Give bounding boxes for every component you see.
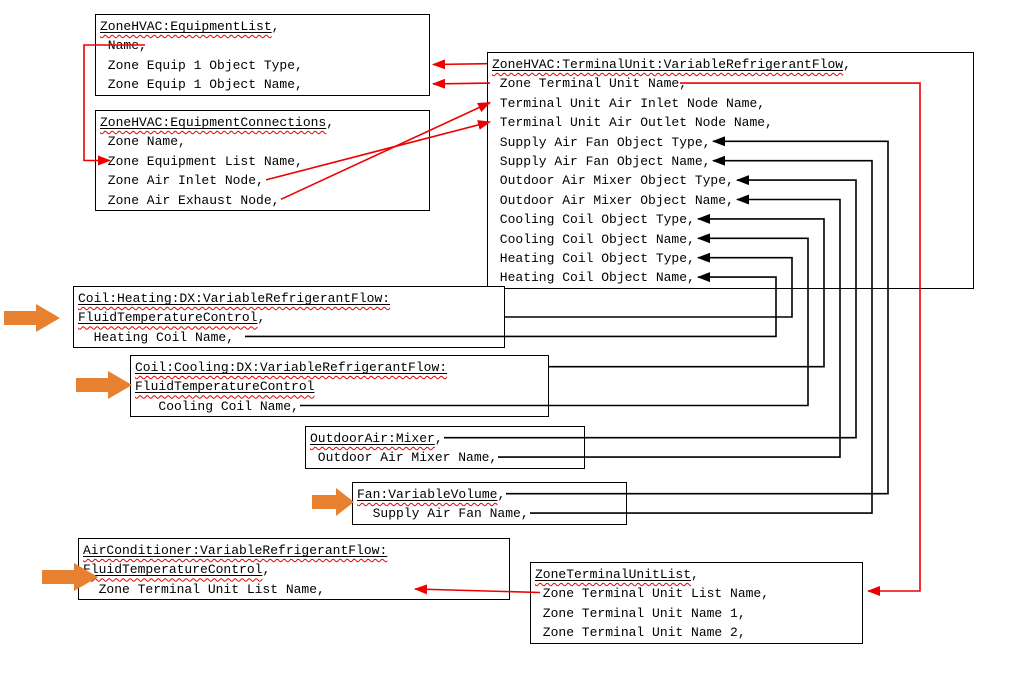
box-field: Heating Coil Object Type,: [492, 250, 695, 266]
box-field: Zone Terminal Unit Name,: [492, 76, 688, 92]
box-field: Heating Coil Name,: [78, 329, 235, 345]
box-title: FluidTemperatureControl,: [78, 308, 500, 327]
box-fan-variable-volume: Fan:VariableVolume, Supply Air Fan Name,: [352, 482, 627, 525]
box-field: Cooling Coil Object Name,: [492, 231, 695, 247]
box-title-text: FluidTemperatureControl: [78, 310, 258, 326]
box-field: Outdoor Air Mixer Object Name,: [492, 192, 734, 208]
orange-block-arrow-heating-coil: [4, 304, 60, 332]
box-title: Coil:Heating:DX:VariableRefrigerantFlow:: [78, 289, 500, 308]
box-zone-terminal-unit-list: ZoneTerminalUnitList, Zone Terminal Unit…: [530, 562, 863, 644]
box-field: Terminal Unit Air Outlet Node Name,: [492, 115, 773, 131]
box-field: Heating Coil Object Name,: [492, 270, 695, 286]
box-title: Fan:VariableVolume,: [357, 485, 622, 504]
box-title-text: FluidTemperatureControl: [83, 562, 263, 578]
box-title-text: OutdoorAir:Mixer: [310, 431, 435, 446]
box-title-suffix: ,: [691, 567, 699, 582]
connector-zone-terminal-unit-name-to-equip1-object-name: [432, 78, 491, 89]
box-field: Supply Air Fan Name,: [357, 506, 529, 522]
box-zonehvac-equipment-connections: ZoneHVAC:EquipmentConnections, Zone Name…: [95, 110, 430, 211]
box-field: Name,: [100, 38, 147, 54]
box-zonehvac-equipment-list: ZoneHVAC:EquipmentList, Name, Zone Equip…: [95, 14, 430, 96]
box-title: FluidTemperatureControl,: [83, 560, 505, 579]
box-title-text: ZoneHVAC:EquipmentList: [100, 19, 272, 34]
box-title: ZoneTerminalUnitList,: [535, 565, 858, 584]
box-title-suffix: ,: [271, 19, 280, 34]
box-field: Zone Air Inlet Node,: [100, 173, 264, 189]
box-title: ZoneHVAC:EquipmentList,: [100, 17, 425, 36]
box-field: Cooling Coil Name,: [135, 398, 299, 414]
box-zonehvac-terminal-unit-vrf: ZoneHVAC:TerminalUnit:VariableRefrigeran…: [487, 52, 974, 289]
box-field: Zone Terminal Unit Name 1,: [535, 605, 746, 621]
box-coil-heating-dx-vrf: Coil:Heating:DX:VariableRefrigerantFlow:…: [73, 286, 505, 348]
box-field: Zone Terminal Unit Name 2,: [535, 625, 746, 641]
box-title: ZoneHVAC:EquipmentConnections,: [100, 113, 425, 132]
box-title: ZoneHVAC:TerminalUnit:VariableRefrigeran…: [492, 55, 969, 74]
connector-tuvrf-class-to-equip1-object-type: [432, 59, 488, 70]
box-title: AirConditioner:VariableRefrigerantFlow:: [83, 541, 505, 560]
box-field: Zone Equip 1 Object Name,: [100, 77, 303, 93]
box-title-suffix: ,: [497, 487, 506, 502]
box-outdoor-air-mixer: OutdoorAir:Mixer, Outdoor Air Mixer Name…: [305, 426, 585, 469]
box-field: Outdoor Air Mixer Name,: [310, 450, 498, 466]
box-title-text: ZoneHVAC:TerminalUnit:VariableRefrigeran…: [492, 57, 844, 72]
box-title-text: Coil:Heating:DX:VariableRefrigerantFlow:: [78, 291, 391, 306]
box-coil-cooling-dx-vrf: Coil:Cooling:DX:VariableRefrigerantFlow:…: [130, 355, 549, 417]
box-title-text: AirConditioner:VariableRefrigerantFlow:: [83, 543, 388, 558]
box-field: Terminal Unit Air Inlet Node Name,: [492, 95, 766, 111]
box-title: Coil:Cooling:DX:VariableRefrigerantFlow:: [135, 358, 544, 377]
box-field: Supply Air Fan Object Type,: [492, 134, 711, 150]
box-title-text: ZoneHVAC:EquipmentConnections: [100, 115, 327, 130]
box-title-text: Fan:VariableVolume: [357, 487, 498, 502]
box-title: OutdoorAir:Mixer,: [310, 429, 580, 448]
box-title-suffix: ,: [434, 431, 443, 446]
box-field: Zone Name,: [100, 134, 186, 150]
box-field: Zone Terminal Unit List Name,: [535, 586, 770, 602]
orange-block-arrow-cooling-coil: [76, 371, 132, 399]
box-title-suffix: ,: [326, 115, 335, 130]
box-field: Zone Equip 1 Object Type,: [100, 57, 303, 73]
box-title-text: ZoneTerminalUnitList: [535, 567, 692, 582]
box-title-suffix: ,: [262, 562, 271, 578]
box-title-suffix: ,: [257, 310, 266, 326]
box-title: FluidTemperatureControl: [135, 377, 544, 396]
orange-block-arrow-fan: [312, 488, 354, 516]
box-field: Supply Air Fan Object Name,: [492, 153, 711, 169]
box-field: Cooling Coil Object Type,: [492, 212, 695, 228]
box-field: Outdoor Air Mixer Object Type,: [492, 173, 734, 189]
box-title-text: Coil:Cooling:DX:VariableRefrigerantFlow:: [135, 360, 448, 375]
box-field: Zone Terminal Unit List Name,: [83, 581, 325, 597]
box-title-suffix: ,: [843, 57, 851, 72]
box-title-text: FluidTemperatureControl: [135, 379, 315, 395]
box-air-conditioner-vrf: AirConditioner:VariableRefrigerantFlow: …: [78, 538, 510, 600]
box-field: Zone Equipment List Name,: [100, 153, 303, 169]
box-field: Zone Air Exhaust Node,: [100, 192, 280, 208]
